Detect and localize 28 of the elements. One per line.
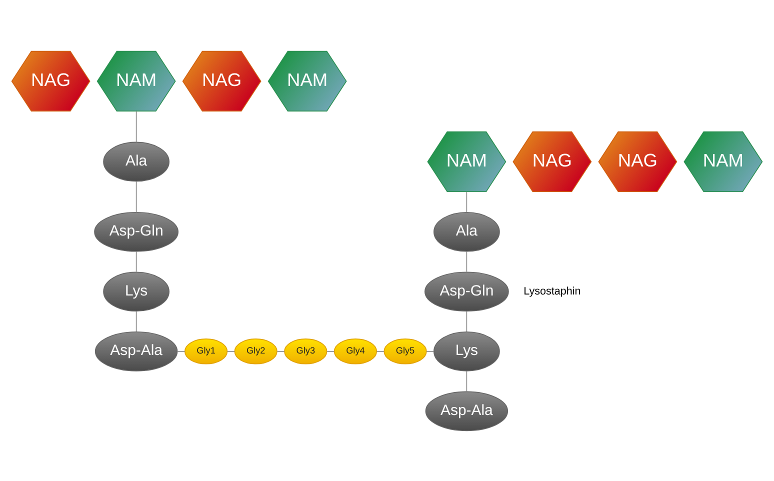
node-ellipse: Gly5 bbox=[384, 338, 427, 364]
connector bbox=[136, 250, 137, 272]
node-ellipse: Asp-Ala bbox=[94, 330, 178, 371]
connector bbox=[227, 350, 235, 352]
connector bbox=[276, 350, 285, 352]
connector bbox=[466, 370, 468, 392]
node-ellipse: Lys bbox=[103, 271, 170, 312]
connector bbox=[466, 250, 468, 272]
connector bbox=[466, 191, 468, 212]
node-ellipse: Lys bbox=[433, 330, 500, 371]
connector bbox=[136, 110, 137, 142]
node-ellipse: Gly1 bbox=[184, 338, 228, 364]
label: Lysostaphin bbox=[524, 284, 581, 297]
node-ellipse: Gly2 bbox=[234, 338, 278, 364]
connector bbox=[426, 350, 434, 352]
connector bbox=[136, 310, 137, 332]
node-ellipse: Gly3 bbox=[284, 338, 328, 364]
node-ellipse: Asp-Gln bbox=[424, 271, 509, 312]
connector bbox=[176, 350, 186, 352]
node-ellipse: Ala bbox=[433, 211, 500, 252]
node-ellipse: Ala bbox=[103, 141, 170, 182]
connector bbox=[466, 310, 468, 332]
node-ellipse: Asp-Ala bbox=[425, 390, 508, 431]
connector bbox=[136, 180, 137, 212]
node-ellipse: Asp-Gln bbox=[94, 211, 179, 252]
connector bbox=[326, 350, 335, 352]
connector bbox=[376, 350, 384, 352]
node-ellipse: Gly4 bbox=[334, 338, 378, 364]
